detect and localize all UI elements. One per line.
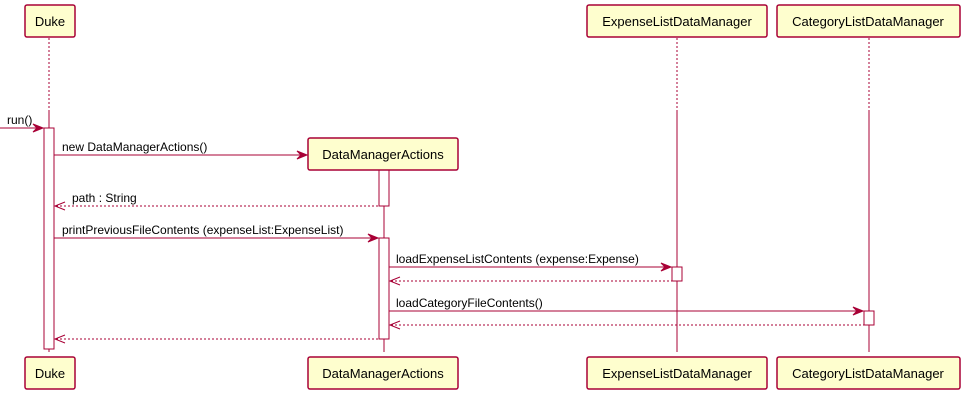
open-arrowhead-icon	[53, 334, 66, 344]
participant-datamanageractions-bottom[interactable]: DataManagerActions	[307, 356, 459, 390]
activations	[43, 127, 875, 350]
categorylistdatamanager-activation	[863, 310, 875, 326]
participant-label: DataManagerActions	[322, 366, 444, 381]
message-label: new DataManagerActions()	[62, 140, 207, 154]
arrowhead-icon	[660, 262, 673, 272]
participant-expenselistdatamanager-bottom[interactable]: ExpenseListDataManager	[586, 356, 768, 390]
message-run: run()	[0, 113, 45, 133]
participant-categorylistdatamanager-top[interactable]: CategoryListDataManager	[776, 4, 961, 38]
expenselistdatamanager-activation	[671, 266, 683, 282]
participant-duke-bottom[interactable]: Duke	[24, 356, 76, 390]
message-label: printPreviousFileContents (expenseList:E…	[62, 223, 343, 237]
message-expense-return	[388, 276, 672, 286]
message-label: path : String	[72, 191, 137, 205]
arrowhead-icon	[296, 150, 309, 160]
participant-duke-top[interactable]: Duke	[24, 4, 76, 38]
participant-label: Duke	[35, 14, 65, 29]
participant-label: CategoryListDataManager	[792, 366, 944, 381]
message-final-return	[53, 334, 379, 344]
participant-label: CategoryListDataManager	[792, 14, 944, 29]
participant-datamanageractions-created[interactable]: DataManagerActions	[307, 137, 459, 171]
message-label: loadCategoryFileContents()	[396, 296, 543, 310]
message-category-return	[388, 320, 864, 330]
participant-label: Duke	[35, 366, 65, 381]
message-path-return: path : String	[53, 191, 379, 211]
open-arrowhead-icon	[388, 320, 401, 330]
datamanageractions-activation-1	[378, 169, 390, 207]
participant-expenselistdatamanager-top[interactable]: ExpenseListDataManager	[586, 4, 768, 38]
message-load-category-file-contents: loadCategoryFileContents()	[389, 296, 865, 316]
message-label: run()	[7, 113, 32, 127]
participant-label: ExpenseListDataManager	[602, 14, 752, 29]
participant-categorylistdatamanager-bottom[interactable]: CategoryListDataManager	[776, 356, 961, 390]
participant-label: DataManagerActions	[322, 147, 444, 162]
message-new-datamanageractions: new DataManagerActions()	[54, 140, 309, 160]
message-print-previous-file-contents: printPreviousFileContents (expenseList:E…	[54, 223, 380, 243]
datamanageractions-activation-2	[378, 237, 390, 340]
open-arrowhead-icon	[53, 201, 66, 211]
participant-label: ExpenseListDataManager	[602, 366, 752, 381]
arrowhead-icon	[367, 233, 380, 243]
open-arrowhead-icon	[388, 276, 401, 286]
message-load-expense-list-contents: loadExpenseListContents (expense:Expense…	[389, 252, 673, 272]
message-label: loadExpenseListContents (expense:Expense…	[396, 252, 639, 266]
arrowhead-icon	[32, 123, 45, 133]
arrowhead-icon	[852, 306, 865, 316]
duke-activation	[43, 127, 55, 350]
